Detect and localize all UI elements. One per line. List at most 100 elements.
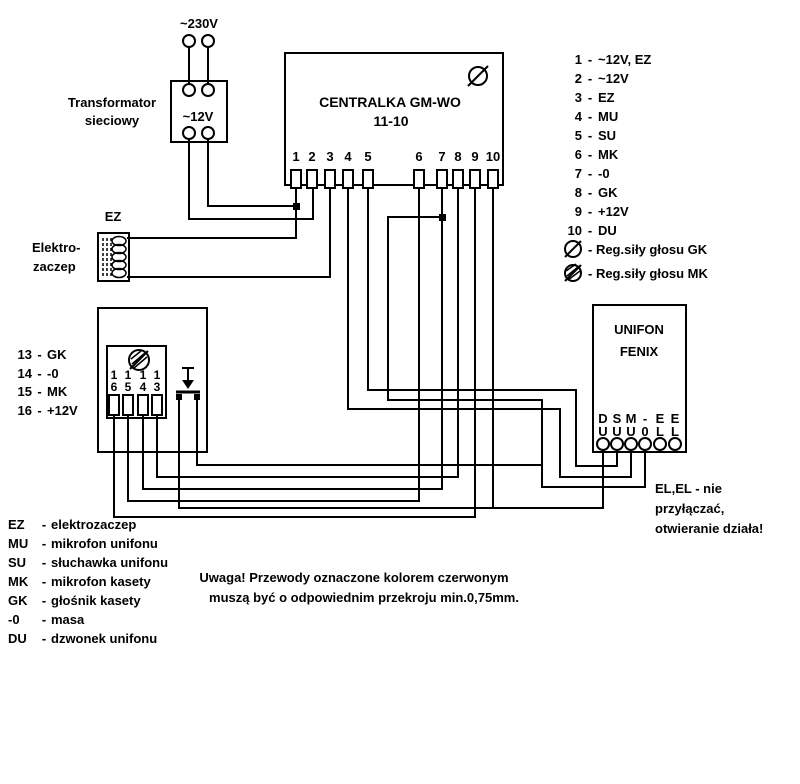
kaseta-digit-u3: 4 <box>139 380 147 394</box>
terminal-legend-row: 7--0 <box>558 166 610 181</box>
dash: - <box>587 71 593 86</box>
centralka-terminal-label-4: 4 <box>344 149 352 164</box>
kaseta-legend-num: 16 <box>17 403 32 418</box>
abbr-row: GK-głośnik kasety <box>8 593 141 608</box>
mains-terminal-left <box>182 34 196 48</box>
legend-text: ~12V <box>598 71 629 86</box>
centralka-terminal-label-2: 2 <box>308 149 316 164</box>
kaseta-legend-row: 13-GK <box>12 347 67 362</box>
kaseta-legend-text: GK <box>47 347 67 362</box>
kaseta-digit-u2: 5 <box>124 380 132 394</box>
kaseta-legend-num: 15 <box>17 384 32 399</box>
kaseta-legend-num: 13 <box>17 347 32 362</box>
centralka-terminal-9 <box>469 169 481 189</box>
abbr-row: MU-mikrofon unifonu <box>8 536 158 551</box>
dash: - <box>37 384 42 399</box>
unifon-term-bot-6: L <box>671 424 679 439</box>
abbr-row: MK-mikrofon kasety <box>8 574 151 589</box>
dash: - <box>587 128 593 143</box>
dash: - <box>41 536 47 551</box>
abbr-text: masa <box>51 612 85 627</box>
abbr-code: -0 <box>8 612 20 627</box>
terminal-legend-row: 10-DU <box>558 223 617 238</box>
ez-name-line2: zaczep <box>33 259 76 274</box>
mains-terminal-right <box>201 34 215 48</box>
reg-mk-label: - Reg.siły głosu MK <box>588 266 708 281</box>
unifon-terminal-el2 <box>668 437 682 451</box>
transformer-name-line1: Transformator <box>67 95 157 110</box>
unifon-terminal-mu <box>624 437 638 451</box>
elektrozaczep-box <box>97 232 130 282</box>
dash: - <box>587 109 593 124</box>
kaseta-inner-box <box>106 345 167 419</box>
dash: - <box>41 574 47 589</box>
terminal-legend-row: 4-MU <box>558 109 618 124</box>
kaseta-legend-row: 15-MK <box>12 384 68 399</box>
legend-text: MU <box>598 109 619 124</box>
kaseta-digit-u1: 6 <box>110 380 118 394</box>
junction-dots <box>293 203 446 221</box>
unifon-terminal-su <box>610 437 624 451</box>
unifon-term-top-3: M <box>625 411 637 426</box>
centralka-title: CENTRALKA GM-WO <box>319 94 461 110</box>
wire-ground-kaseta <box>142 188 443 490</box>
volume-mk-icon <box>564 263 582 282</box>
unifon-title-line2: FENIX <box>619 344 659 359</box>
ez-code-label: EZ <box>104 209 122 224</box>
legend-text: SU <box>598 128 617 143</box>
legend-text: MK <box>598 147 619 162</box>
legend-text: EZ <box>598 90 615 105</box>
terminal-legend-row: 5-SU <box>558 128 616 143</box>
legend-num: 2 <box>574 71 582 86</box>
legend-num: 1 <box>574 52 582 67</box>
centralka-terminal-4 <box>342 169 354 189</box>
abbr-code: DU <box>8 631 27 646</box>
abbr-code: MU <box>8 536 29 551</box>
dash: - <box>41 517 47 532</box>
transformer-name-line2: sieciowy <box>84 113 140 128</box>
wires <box>113 47 646 518</box>
dash: - <box>587 90 593 105</box>
abbr-row: SU-słuchawka unifonu <box>8 555 168 570</box>
centralka-terminal-label-7: 7 <box>438 149 446 164</box>
dash: - <box>41 612 47 627</box>
transformer-secondary-left <box>182 126 196 140</box>
unifon-term-top-6: E <box>670 411 680 426</box>
kaseta-terminal-13 <box>151 394 163 416</box>
wire-su <box>367 188 618 467</box>
kaseta-terminal-14 <box>137 394 149 416</box>
wire-ground-unifon <box>387 216 646 488</box>
kaseta-digit-t1: 1 <box>110 368 118 382</box>
wire-gk <box>156 188 459 478</box>
abbr-code: MK <box>8 574 29 589</box>
unifon-term-top-5: E <box>655 411 665 426</box>
wire-12v-t1 <box>207 139 296 207</box>
abbr-row: -0 -masa <box>8 612 84 627</box>
centralka-terminal-label-5: 5 <box>364 149 372 164</box>
el-warning-line1: EL,EL - nie <box>655 481 722 496</box>
legend-num: 6 <box>574 147 582 162</box>
unifon-terminal-el1 <box>653 437 667 451</box>
dash: - <box>37 366 42 381</box>
wire-12v-t2 <box>188 139 314 220</box>
kaseta-legend-text: +12V <box>47 403 78 418</box>
unifon-box <box>592 304 687 453</box>
dash: - <box>587 52 593 67</box>
volume-gk-icon <box>564 240 582 258</box>
wire-12v-kaseta <box>113 188 476 518</box>
legend-num: 10 <box>567 223 582 238</box>
legend-num: 4 <box>574 109 582 124</box>
legend-text: GK <box>598 185 618 200</box>
el-warning-line2: przyłączać, <box>655 501 725 516</box>
unifon-term-bot-5: L <box>656 424 664 439</box>
dash: - <box>587 223 593 238</box>
unifon-title-line1: UNIFON <box>614 322 664 337</box>
kaseta-legend-text: MK <box>47 384 68 399</box>
terminal-legend-row: 9-+12V <box>558 204 629 219</box>
component-boxes <box>97 52 687 453</box>
centralka-terminal-8 <box>452 169 464 189</box>
dash: - <box>587 166 593 181</box>
coil-icon <box>102 235 127 279</box>
el-warning-line3: otwieranie działa! <box>655 521 764 536</box>
unifon-terminal-du <box>596 437 610 451</box>
